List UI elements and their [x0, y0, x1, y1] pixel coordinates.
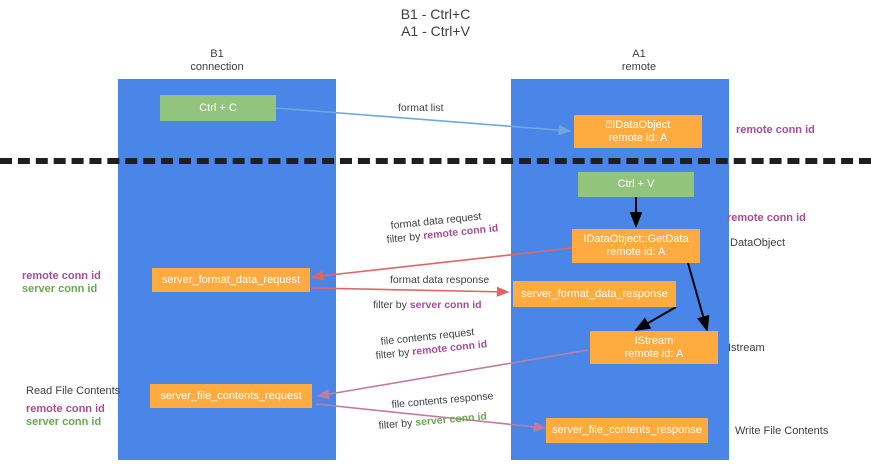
filter-prefix: filter by — [386, 230, 424, 246]
box-server-file-contents-response[interactable]: server_file_contents_response — [546, 418, 708, 443]
caption-file-contents-response: file contents response — [391, 389, 494, 412]
filter-key-server-conn-id: server conn id — [414, 410, 488, 429]
box-server-format-data-response[interactable]: server_format_data_response — [513, 281, 676, 307]
label-read-file-contents: Read File Contents — [26, 385, 121, 397]
box-idataobject-getdata[interactable]: IDataObject::GetData remote id: A — [572, 229, 700, 263]
box-ctrl-c[interactable]: Ctrl + C — [160, 95, 276, 121]
caption-file-contents-response-text: file contents response — [391, 390, 494, 411]
page-title: B1 - Ctrl+C A1 - Ctrl+V — [400, 6, 471, 39]
filter-prefix: filter by — [378, 416, 416, 432]
filter-prefix: filter by — [375, 346, 413, 362]
label-write-file-contents: Write File Contents — [735, 425, 829, 437]
edge-format-data-response — [311, 286, 510, 297]
label-istream: Istream — [728, 342, 765, 354]
caption-format-list: format list — [398, 102, 444, 114]
box-ctrl-v[interactable]: Ctrl + V — [578, 172, 694, 197]
label-left-mid-remote-conn-id: remote conn id — [22, 270, 101, 282]
label-remote-conn-id-mid: remote conn id — [727, 212, 806, 224]
column-header-b1: B1 connection — [190, 48, 244, 73]
label-remote-conn-id-top: remote conn id — [736, 124, 815, 136]
filter-key-server-conn-id: server conn id — [409, 299, 482, 311]
caption-file-contents-response-filter: filter by server conn id — [378, 410, 487, 433]
box-server-format-data-request[interactable]: server_format_data_request — [152, 268, 310, 292]
section-divider — [0, 158, 871, 164]
label-data-object: DataObject — [730, 237, 786, 249]
box-istream[interactable]: IStream remote id: A — [590, 331, 718, 364]
label-left-mid-server-conn-id: server conn id — [22, 283, 98, 295]
box-server-file-contents-request[interactable]: server_file_contents_request — [150, 384, 312, 408]
caption-format-data-response-filter: filter by server conn id — [373, 298, 482, 312]
label-left-bottom-server-conn-id: server conn id — [26, 416, 102, 428]
column-header-a1: A1 remote — [621, 48, 657, 73]
filter-prefix: filter by — [373, 299, 410, 311]
caption-format-data-response: format data response — [390, 274, 490, 286]
box-idataobject-remote[interactable]: ⍰IDataObject remote id: A — [574, 115, 702, 148]
label-left-bottom-remote-conn-id: remote conn id — [26, 403, 105, 415]
